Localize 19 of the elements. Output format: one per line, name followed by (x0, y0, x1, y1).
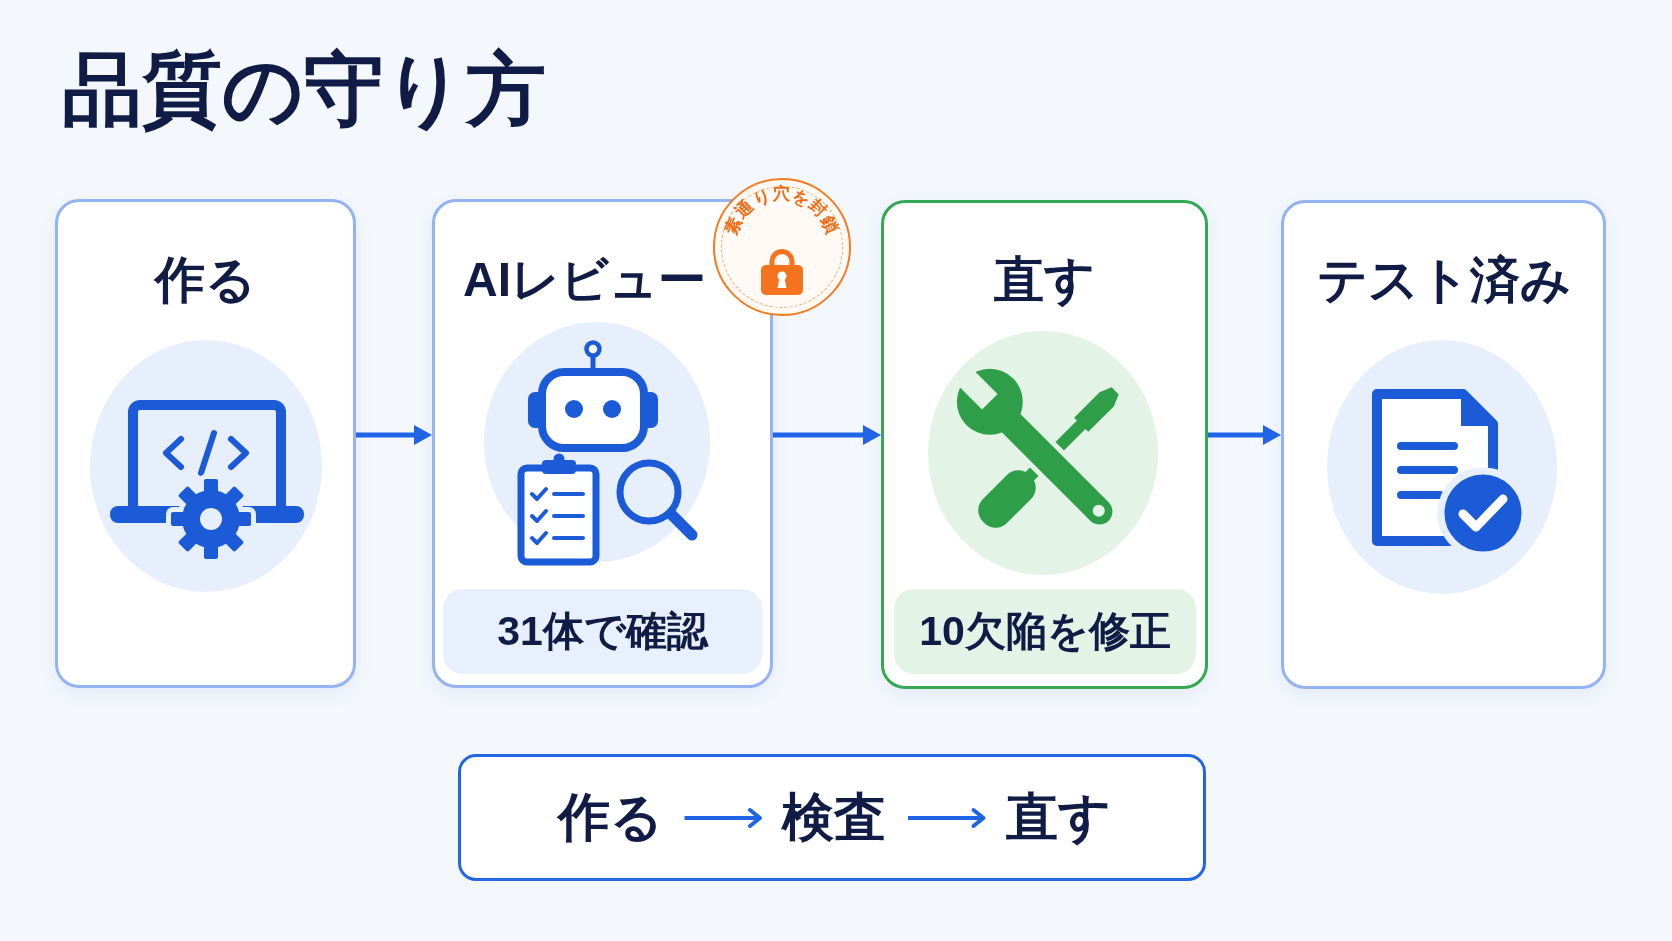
arrow (356, 425, 432, 445)
arrow (684, 808, 762, 828)
flow-step-label: 直す (1005, 789, 1111, 847)
card-title: テスト済み (1316, 251, 1571, 310)
badge-label: 素通り穴を封鎖 (721, 184, 842, 238)
step-card (55, 199, 356, 688)
card-title: 作る (155, 251, 256, 310)
step-card (1281, 200, 1606, 689)
card-title: AIレビュー (463, 252, 706, 308)
result-tag: 31体で確認 (443, 589, 762, 674)
result-tag: 10欠陥を修正 (894, 589, 1196, 674)
arrow (908, 808, 986, 828)
flow-step-label: 検査 (782, 789, 886, 847)
flow-step-label: 作る (557, 789, 663, 847)
flow-summary-box (458, 754, 1206, 881)
arrow (1208, 425, 1281, 445)
step-card (881, 200, 1208, 689)
card-title: 直す (994, 251, 1095, 310)
arrow (773, 425, 881, 445)
